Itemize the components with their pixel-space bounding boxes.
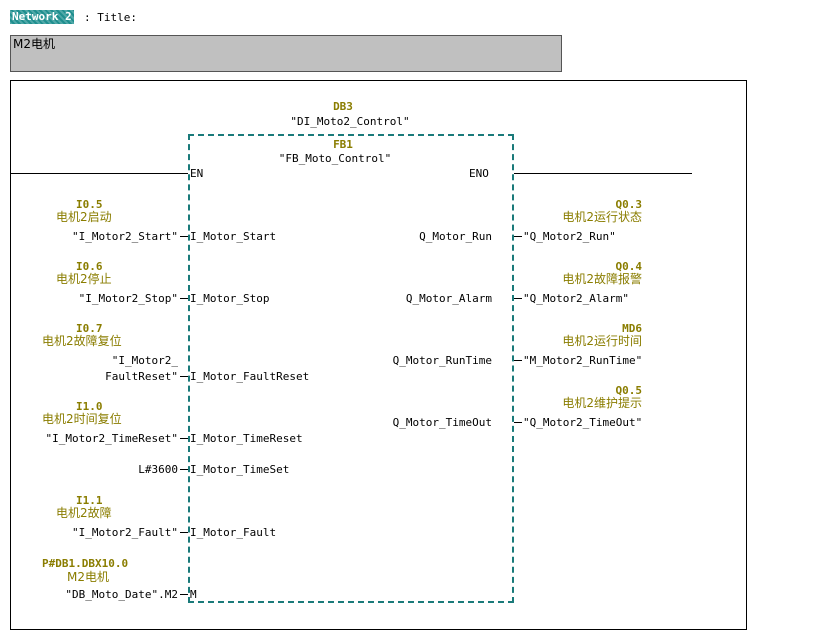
input-wire <box>180 469 188 470</box>
input-wire <box>180 594 188 595</box>
output-param: Q_Motor_Alarm <box>405 292 492 305</box>
output-symbol[interactable]: "Q_Motor2_Alarm" <box>523 292 629 305</box>
network-comment-box[interactable]: M2电机 <box>10 35 562 72</box>
input-constant[interactable]: L#3600 <box>138 463 178 476</box>
output-symbol[interactable]: "Q_Motor2_Run" <box>523 230 616 243</box>
output-comment: 电机2故障报警 <box>562 272 642 286</box>
input-param: I_Motor_Stop <box>190 292 270 305</box>
network-frame <box>10 80 747 630</box>
output-address: Q0.3 <box>615 198 643 211</box>
input-wire <box>180 298 188 299</box>
input-wire <box>180 532 188 533</box>
input-symbol[interactable]: "I_Motor2_Fault" <box>72 526 178 539</box>
input-symbol[interactable]: "I_Motor2_Start" <box>72 230 178 243</box>
instance-db-address: DB3 <box>333 100 353 113</box>
output-param: Q_Motor_Run <box>419 230 492 243</box>
output-comment: 电机2运行状态 <box>562 210 642 224</box>
power-rail-line-in <box>10 173 188 174</box>
output-symbol[interactable]: "Q_Motor2_TimeOut" <box>523 416 643 429</box>
input-address: I1.0 <box>76 400 103 413</box>
output-address: Q0.4 <box>615 260 643 273</box>
input-param: I_Motor_FaultReset <box>190 370 310 383</box>
output-comment: 电机2维护提示 <box>562 396 642 410</box>
input-symbol[interactable]: "I_Motor2_Stop" <box>78 292 178 305</box>
output-wire <box>514 360 522 361</box>
input-param: I_Motor_Fault <box>190 526 277 539</box>
input-address: P#DB1.DBX10.0 <box>42 557 129 570</box>
input-wire <box>180 236 188 237</box>
fb-number: FB1 <box>333 138 353 151</box>
input-address: I0.7 <box>76 322 103 335</box>
input-param: I_Motor_TimeReset <box>190 432 303 445</box>
fb-symbol: "FB_Moto_Control" <box>278 152 392 165</box>
output-wire <box>514 422 522 423</box>
input-comment: 电机2时间复位 <box>42 412 122 426</box>
pin-en: EN <box>190 167 204 180</box>
network-title-label: : Title: <box>84 11 137 24</box>
input-comment: M2电机 <box>67 570 109 584</box>
network-badge[interactable]: Network 2 <box>10 10 74 24</box>
output-address: MD6 <box>622 322 642 335</box>
input-address: I1.1 <box>76 494 103 507</box>
input-wire <box>180 376 188 377</box>
input-param: M <box>190 588 197 601</box>
output-param: Q_Motor_TimeOut <box>392 416 492 429</box>
output-address: Q0.5 <box>615 384 643 397</box>
input-wire <box>180 438 188 439</box>
output-comment: 电机2运行时间 <box>562 334 642 348</box>
instance-db-symbol: "DI_Moto2_Control" <box>290 115 410 128</box>
input-symbol[interactable]: "DB_Moto_Date".M2 <box>65 588 178 601</box>
input-address: I0.5 <box>76 198 103 211</box>
input-address: I0.6 <box>76 260 103 273</box>
input-symbol[interactable]: "I_Motor2_TimeReset" <box>45 432 178 445</box>
function-block[interactable] <box>188 134 514 603</box>
power-rail-line-out <box>514 173 692 174</box>
output-param: Q_Motor_RunTime <box>392 354 492 367</box>
input-comment: 电机2故障复位 <box>42 334 122 348</box>
output-wire <box>514 236 522 237</box>
output-wire <box>514 298 522 299</box>
input-comment: 电机2故障 <box>56 506 112 520</box>
input-comment: 电机2停止 <box>56 272 112 286</box>
input-param: I_Motor_Start <box>190 230 277 243</box>
input-param: I_Motor_TimeSet <box>190 463 290 476</box>
input-symbol[interactable]: "I_Motor2_ <box>111 354 178 367</box>
pin-eno: ENO <box>469 167 489 180</box>
input-comment: 电机2启动 <box>56 210 112 224</box>
input-symbol-cont[interactable]: FaultReset" <box>105 370 178 383</box>
output-symbol[interactable]: "M_Motor2_RunTime" <box>523 354 643 367</box>
network-comment-text: M2电机 <box>13 37 55 51</box>
